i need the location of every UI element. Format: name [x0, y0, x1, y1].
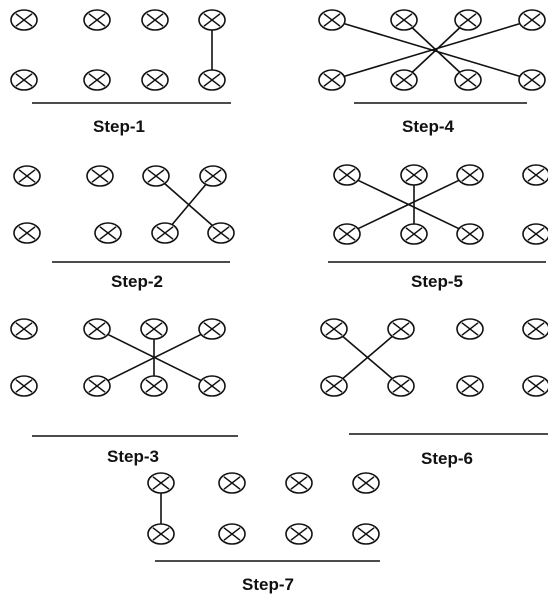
step-3-lamp-8-icon [198, 375, 226, 397]
step-4-connection-4 [343, 22, 521, 78]
step-5-lamp-5-icon [333, 223, 361, 245]
step-4-lamp-8-icon [518, 69, 546, 91]
step-5-group [328, 164, 548, 263]
step-4-lamp-1-icon [318, 9, 346, 31]
step-3-lamp-3-icon [140, 318, 168, 340]
step-4-connection-3 [411, 27, 461, 73]
step-6-lamp-4-icon [522, 318, 548, 340]
step-3-connection-3 [107, 333, 202, 382]
step-6-lamp-7-icon [456, 375, 484, 397]
step-6-lamp-1-icon [320, 318, 348, 340]
step-7-lamp-3-icon [285, 472, 313, 494]
step-6-connection-2 [342, 335, 393, 380]
step-4-group [318, 9, 546, 104]
step-5-lamp-3-icon [456, 164, 484, 186]
step-5-lamp-7-icon [456, 223, 484, 245]
step-1-label: Step-1 [93, 117, 145, 136]
step-1-lamp-4-icon [198, 9, 226, 31]
step-2-lamp-2-icon [86, 165, 114, 187]
step-3-lamp-5-icon [10, 375, 38, 397]
step-3-lamp-1-icon [10, 318, 38, 340]
step-2-label: Step-2 [111, 272, 163, 291]
step-1-lamp-7-icon [141, 69, 169, 91]
step-5-lamp-1-icon [333, 164, 361, 186]
step-2-lamp-7-icon [151, 222, 179, 244]
step-2-lamp-5-icon [13, 222, 41, 244]
step-2-lamp-8-icon [207, 222, 235, 244]
step-1-lamp-6-icon [83, 69, 111, 91]
step-4-lamp-7-icon [454, 69, 482, 91]
step-2-lamp-1-icon [13, 165, 41, 187]
step-1-lamp-3-icon [141, 9, 169, 31]
step-5-label: Step-5 [411, 272, 463, 291]
step-7-lamp-6-icon [218, 523, 246, 545]
step-6-lamp-8-icon [522, 375, 548, 397]
step-3-lamp-4-icon [198, 318, 226, 340]
step-5-lamp-2-icon [400, 164, 428, 186]
step-6-lamp-5-icon [320, 375, 348, 397]
step-2-lamp-3-icon [142, 165, 170, 187]
step-3-group [10, 318, 238, 437]
step-1-lamp-5-icon [10, 69, 38, 91]
step-6-label: Step-6 [421, 449, 473, 468]
step-4-lamp-6-icon [390, 69, 418, 91]
step-2-group [13, 165, 235, 263]
step-3-lamp-2-icon [83, 318, 111, 340]
step-7-lamp-4-icon [352, 472, 380, 494]
step-7-group [147, 472, 380, 562]
step-3-label: Step-3 [107, 447, 159, 466]
step-6-lamp-6-icon [387, 375, 415, 397]
step-2-connection-2 [171, 183, 207, 226]
step-1-lamp-2-icon [83, 9, 111, 31]
step-4-lamp-4-icon [518, 9, 546, 31]
step-6-lamp-2-icon [387, 318, 415, 340]
step-5-connection-3 [357, 179, 460, 230]
step-4-lamp-3-icon [454, 9, 482, 31]
step-4-lamp-2-icon [390, 9, 418, 31]
step-1-group [10, 9, 231, 104]
step-5-lamp-4-icon [522, 164, 548, 186]
step-7-lamp-7-icon [285, 523, 313, 545]
step-7-lamp-8-icon [352, 523, 380, 545]
step-3-lamp-7-icon [140, 375, 168, 397]
step-7-lamp-5-icon [147, 523, 175, 545]
step-5-lamp-8-icon [522, 223, 548, 245]
step-1-lamp-1-icon [10, 9, 38, 31]
step-5-lamp-6-icon [400, 223, 428, 245]
step-6-lamp-3-icon [456, 318, 484, 340]
step-2-lamp-6-icon [94, 222, 122, 244]
step-7-lamp-1-icon [147, 472, 175, 494]
step-7-lamp-2-icon [218, 472, 246, 494]
step-6-group [320, 318, 548, 435]
step-4-lamp-5-icon [318, 69, 346, 91]
step-4-label: Step-4 [402, 117, 454, 136]
step-2-lamp-4-icon [199, 165, 227, 187]
step-7-label: Step-7 [242, 575, 294, 594]
step-1-lamp-8-icon [198, 69, 226, 91]
step-3-lamp-6-icon [83, 375, 111, 397]
